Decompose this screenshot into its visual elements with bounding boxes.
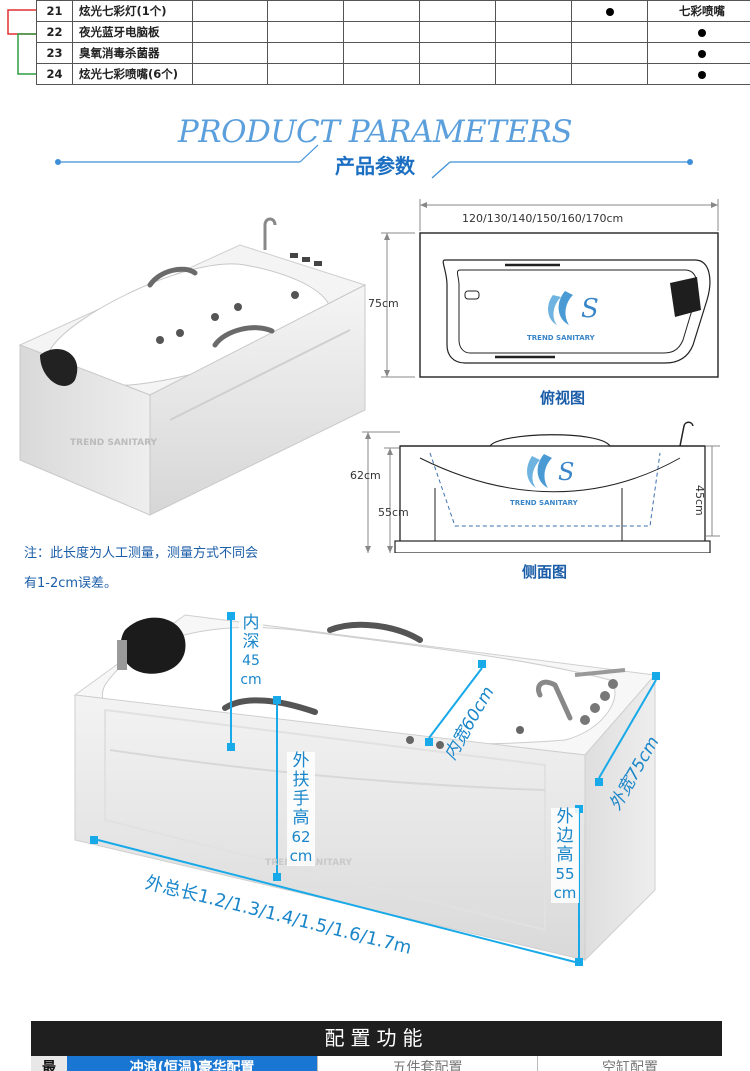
feature-cell [419, 21, 496, 43]
svg-text:S: S [558, 458, 574, 486]
feature-cell [571, 0, 648, 22]
included-dot-icon [698, 70, 706, 79]
feature-cell [343, 63, 420, 85]
table-bracket-lines [7, 9, 36, 75]
measurement-note-line1: 注：此长度为人工测量，测量方式不同会 [24, 546, 259, 561]
feature-cell [495, 0, 572, 22]
top-view-length-dim: 120/130/140/150/160/170cm [462, 212, 624, 225]
feature-cell [647, 21, 750, 43]
feature-no: 22 [36, 21, 73, 43]
feature-cell [192, 0, 268, 22]
feature-cell [192, 63, 268, 85]
included-dot-icon [605, 7, 614, 16]
feature-name: 炫光七彩喷嘴(6个) [72, 63, 193, 85]
feature-cell [343, 42, 420, 64]
feature-cell [267, 21, 344, 43]
section-title-en: PRODUCT PARAMETERS [177, 114, 573, 150]
feature-cell [571, 63, 648, 85]
top-view-diagram: S TREND SANITARY [381, 199, 719, 378]
side-outer-height-dim: 62cm [350, 469, 381, 482]
top-view-width-dim: 75cm [368, 297, 399, 310]
side-inner-height-dim: 55cm [378, 506, 409, 519]
config-col-empty-tub[interactable]: 空缸配置 [537, 1056, 722, 1071]
bathtub-3d-illustration: TREND SANITARY [18, 217, 367, 516]
config-col-0: 最 [31, 1056, 67, 1071]
svg-text:S: S [581, 294, 599, 324]
measurement-note-line2: 有1-2cm误差。 [24, 576, 118, 591]
feature-cell [192, 21, 268, 43]
feature-cell [495, 63, 572, 85]
feature-cell [267, 42, 344, 64]
feature-cell [419, 63, 496, 85]
feature-cell [647, 42, 750, 64]
config-tabs: 最 冲浪(恒温)豪华配置 五件套配置 空缸配置 [31, 1056, 722, 1071]
section-divider [55, 144, 693, 179]
feature-name: 炫光七彩灯(1个) [72, 0, 193, 22]
included-dot-icon [698, 28, 706, 37]
feature-name: 夜光蓝牙电脑板 [72, 21, 193, 43]
side-view-label: 侧面图 [522, 563, 568, 581]
config-title: 配置功能 [31, 1021, 722, 1056]
feature-extra: 七彩喷嘴 [647, 0, 750, 22]
feature-cell [419, 0, 496, 22]
watermark-brand: TREND SANITARY [70, 438, 158, 448]
top-view-label: 俯视图 [540, 389, 586, 407]
feature-cell [495, 42, 572, 64]
feature-cell [267, 63, 344, 85]
feature-cell [343, 0, 420, 22]
feature-no: 24 [36, 63, 73, 85]
feature-cell [647, 63, 750, 85]
section-title-cn: 产品参数 [335, 154, 415, 178]
bathtub-photo: TREND SANITARY [73, 612, 660, 966]
logo-brand-side: TREND SANITARY [510, 499, 579, 507]
feature-cell [571, 42, 648, 64]
side-view-diagram: S TREND SANITARY [362, 421, 720, 553]
feature-cell [192, 42, 268, 64]
side-depth-dim: 45cm [693, 485, 706, 516]
feature-cell [267, 0, 344, 22]
feature-cell [343, 21, 420, 43]
logo-brand-top: TREND SANITARY [527, 334, 596, 342]
feature-name: 臭氧消毒杀菌器 [72, 42, 193, 64]
feature-cell [571, 21, 648, 43]
feature-cell [419, 42, 496, 64]
feature-no: 21 [36, 0, 73, 22]
feature-no: 23 [36, 42, 73, 64]
feature-cell [495, 21, 572, 43]
config-col-deluxe[interactable]: 冲浪(恒温)豪华配置 [67, 1056, 317, 1071]
included-dot-icon [698, 49, 706, 58]
config-col-five-piece[interactable]: 五件套配置 [317, 1056, 537, 1071]
